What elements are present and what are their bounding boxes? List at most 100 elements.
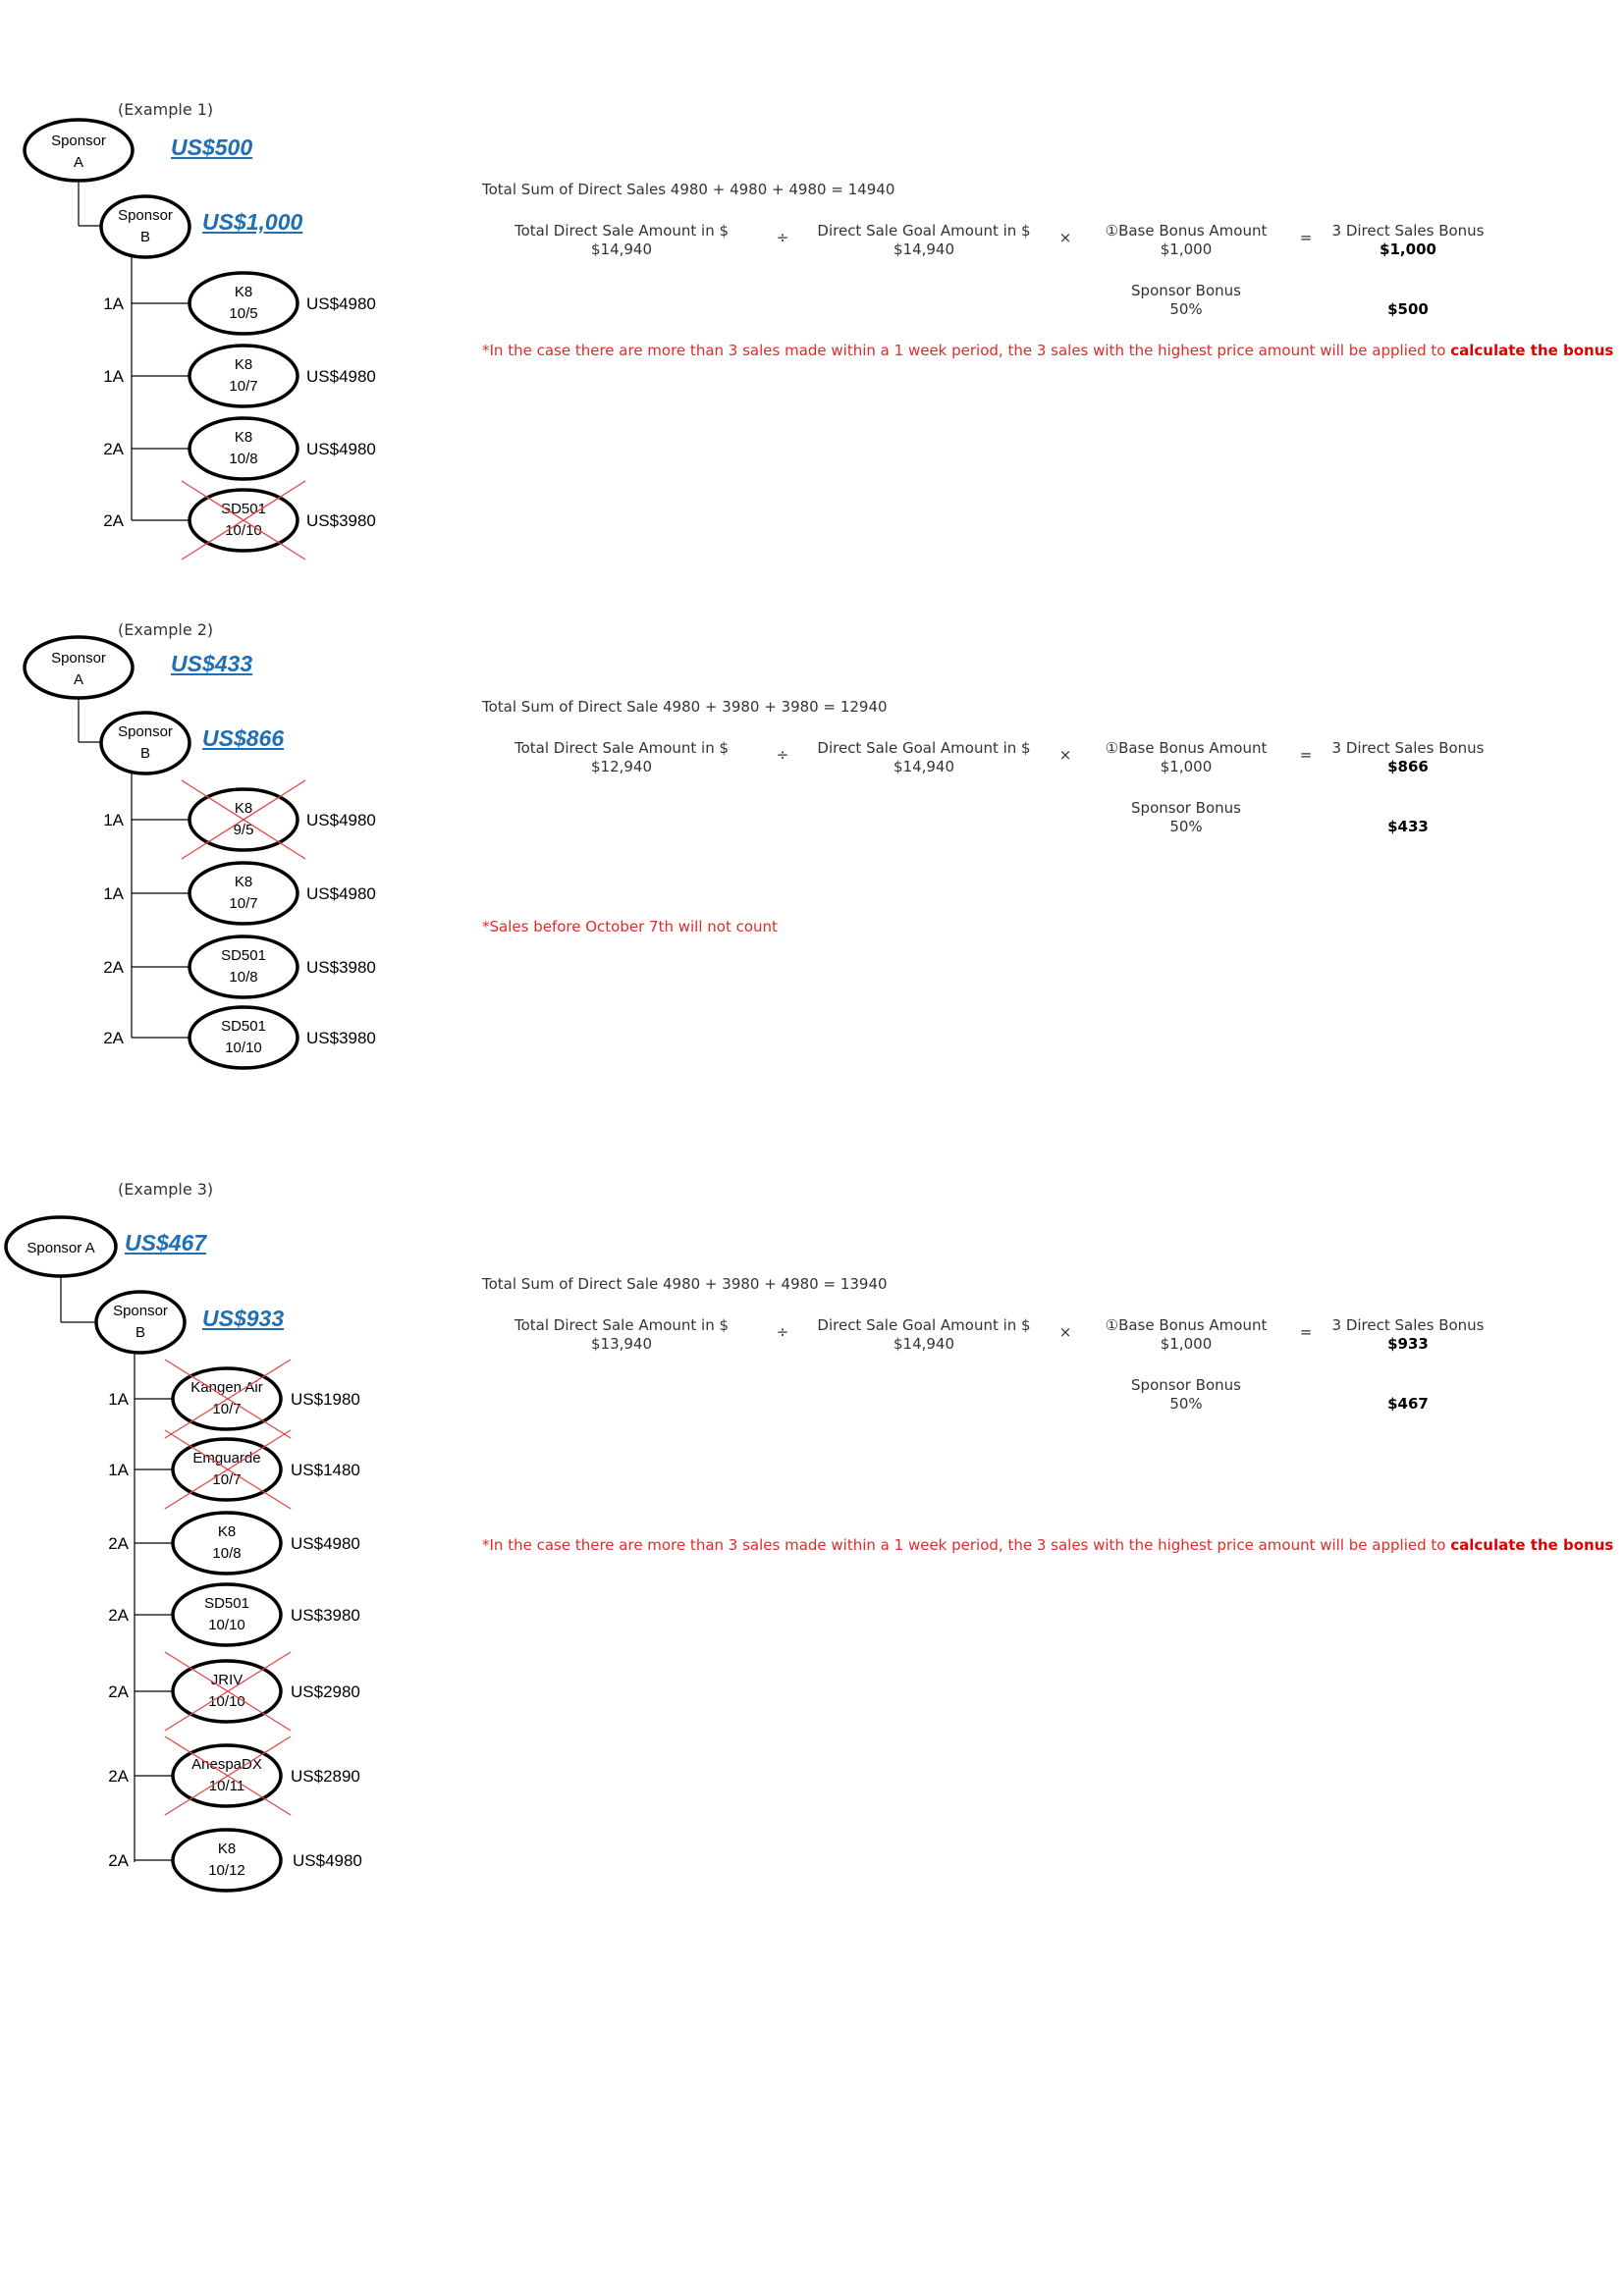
sale-node: [188, 1005, 299, 1070]
sale-product: Emguarde: [192, 1450, 260, 1467]
sponsor-b-bonus: US$933: [202, 1306, 285, 1331]
total-sum-line: Total Sum of Direct Sale 4980 + 3980 + 4…: [482, 1275, 888, 1293]
sponsor-bonus-value: $433: [1387, 818, 1429, 835]
sale-price: US$4980: [306, 367, 376, 386]
base-bonus-header: ①Base Bonus Amount: [1105, 1316, 1268, 1334]
sponsor-b-bonus: US$1,000: [202, 209, 303, 235]
sale-date: 10/5: [229, 305, 257, 322]
excluded-cross-mark: [164, 1735, 292, 1816]
sponsor-b-bonus: US$866: [202, 725, 285, 751]
sale-date: 10/12: [208, 1862, 245, 1879]
sale-price: US$2890: [291, 1767, 360, 1786]
excluded-cross-mark: [164, 1651, 292, 1732]
goal-amount-header: Direct Sale Goal Amount in $: [817, 222, 1031, 240]
sponsor-a-line1: Sponsor A: [27, 1240, 94, 1256]
sponsor-bonus-label: Sponsor Bonus: [1131, 282, 1241, 299]
sale-date: 10/7: [212, 1401, 241, 1417]
sale-product: K8: [235, 356, 252, 373]
equals-sign: =: [1299, 229, 1313, 246]
sale-node: [188, 861, 299, 926]
rule-note: *In the case there are more than 3 sales…: [482, 342, 1614, 359]
total-sum-line: Total Sum of Direct Sale 4980 + 3980 + 3…: [482, 698, 888, 716]
example-3-label: (Example 3): [118, 1180, 214, 1199]
sale-level: 2A: [103, 1029, 124, 1047]
sale-level: 1A: [108, 1461, 129, 1479]
sponsor-a-line1: Sponsor: [51, 650, 106, 667]
sale-price: US$4980: [306, 811, 376, 829]
sponsor-b-line2: B: [135, 1324, 145, 1341]
sale-price: US$3980: [306, 511, 376, 530]
sale-date: 10/10: [208, 1693, 245, 1710]
sale-date: 9/5: [234, 822, 254, 838]
sale-level: 2A: [103, 440, 124, 458]
sale-date: 10/7: [212, 1471, 241, 1488]
sale-product: SD501: [221, 947, 266, 964]
multiply-sign: ×: [1058, 1323, 1072, 1341]
sponsor-a-bonus: US$500: [171, 134, 253, 160]
sale-product: K8: [235, 284, 252, 300]
sponsor-bonus-label: Sponsor Bonus: [1131, 1376, 1241, 1394]
direct-sales-bonus-value: $933: [1387, 1335, 1429, 1353]
total-direct-sale-value: $13,940: [590, 1335, 653, 1353]
sale-price: US$1480: [291, 1461, 360, 1479]
total-direct-sale-header: Total Direct Sale Amount in $: [514, 222, 730, 240]
sponsor-b-line2: B: [140, 229, 150, 245]
rule-note: *Sales before October 7th will not count: [482, 918, 778, 935]
sale-date: 10/8: [229, 451, 257, 467]
sponsor-a-bonus: US$467: [125, 1230, 207, 1255]
sale-product: K8: [235, 429, 252, 446]
sponsor-b-node: [94, 1290, 187, 1355]
total-direct-sale-value: $14,940: [590, 240, 653, 258]
sale-product: Kangen Air: [190, 1379, 262, 1396]
sale-product: K8: [235, 800, 252, 817]
sale-node: [171, 1511, 283, 1575]
sale-level: 2A: [108, 1682, 129, 1701]
sale-level: 2A: [103, 958, 124, 977]
goal-amount-header: Direct Sale Goal Amount in $: [817, 739, 1031, 757]
sponsor-a-node: [23, 118, 135, 183]
sale-date: 10/11: [209, 1778, 244, 1794]
goal-amount-value: $14,940: [893, 240, 955, 258]
sponsor-bonus-percent: 50%: [1169, 818, 1203, 835]
equals-sign: =: [1299, 746, 1313, 764]
direct-sales-bonus-header: 3 Direct Sales Bonus: [1331, 739, 1485, 757]
sale-price: US$4980: [306, 440, 376, 458]
direct-sales-bonus-header: 3 Direct Sales Bonus: [1331, 1316, 1485, 1334]
equals-sign: =: [1299, 1323, 1313, 1341]
sale-price: US$4980: [293, 1851, 362, 1870]
excluded-cross-mark: [164, 1429, 292, 1510]
sale-level: 1A: [103, 367, 124, 386]
sale-product: K8: [218, 1523, 236, 1540]
sale-level: 1A: [108, 1390, 129, 1409]
total-direct-sale-value: $12,940: [590, 758, 653, 775]
total-direct-sale-header: Total Direct Sale Amount in $: [514, 739, 730, 757]
sale-date: 10/7: [229, 895, 257, 912]
sponsor-bonus-percent: 50%: [1169, 1395, 1203, 1413]
example-1-label: (Example 1): [118, 100, 214, 119]
multiply-sign: ×: [1058, 746, 1072, 764]
sponsor-a-line1: Sponsor: [51, 133, 106, 149]
sale-price: US$3980: [306, 958, 376, 977]
sponsor-a-line2: A: [74, 671, 83, 688]
sale-node: [188, 271, 299, 336]
sale-node: [171, 1828, 283, 1893]
sale-level: 2A: [103, 511, 124, 530]
sale-price: US$1980: [291, 1390, 360, 1409]
sale-product: AnespaDX: [191, 1756, 262, 1773]
divide-sign: ÷: [776, 229, 789, 246]
rule-note: *In the case there are more than 3 sales…: [482, 1536, 1614, 1554]
base-bonus-value: $1,000: [1160, 758, 1213, 775]
sale-date: 10/7: [229, 378, 257, 395]
goal-amount-value: $14,940: [893, 758, 955, 775]
base-bonus-value: $1,000: [1160, 240, 1213, 258]
sale-price: US$3980: [291, 1606, 360, 1625]
sponsor-b-line2: B: [140, 745, 150, 762]
sale-level: 2A: [108, 1851, 129, 1870]
sale-product: JRIV: [211, 1672, 244, 1688]
example-2-label: (Example 2): [118, 620, 214, 639]
sale-level: 2A: [108, 1606, 129, 1625]
total-sum-line: Total Sum of Direct Sales 4980 + 4980 + …: [482, 181, 895, 198]
